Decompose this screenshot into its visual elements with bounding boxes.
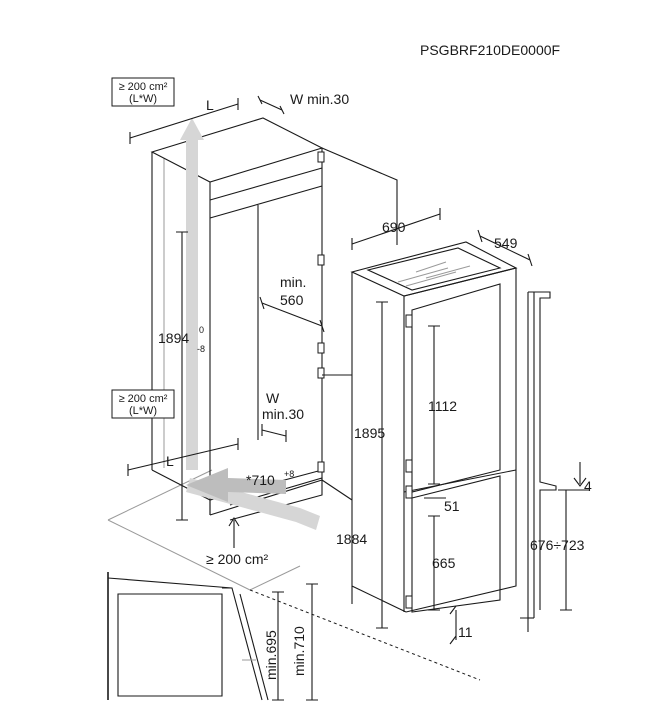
- dim-665: 665: [432, 555, 456, 571]
- dim-710-sup: +8: [284, 469, 294, 479]
- dim-w-mid: W: [266, 390, 280, 406]
- dim-1894: 1894: [158, 330, 189, 346]
- dim-1894-sup: 0: [199, 325, 204, 335]
- dim-710: *710: [246, 472, 275, 488]
- dim-51: 51: [444, 498, 460, 514]
- dim-1895: 1895: [354, 425, 385, 441]
- fridge-appliance: [249, 241, 518, 681]
- fridge-hinge-icon: [405, 485, 413, 499]
- dim-min695: min.695: [263, 630, 279, 680]
- dim-min710: min.710: [291, 626, 307, 676]
- hinge-icon: [317, 342, 325, 354]
- airflow-arrows: [180, 118, 320, 530]
- dim-l-bottom: L: [166, 453, 174, 469]
- vent-area-mid-line2: (L*W): [129, 405, 157, 417]
- dim-4: 4: [584, 478, 592, 494]
- airflow-bottom-arrow-icon: [186, 468, 286, 502]
- door-profile: [520, 291, 557, 632]
- dim-l-top: L: [206, 97, 214, 113]
- vent-area-top-line1: ≥ 200 cm²: [119, 81, 168, 93]
- dim-min-label: min.: [280, 274, 306, 290]
- dim-690: 690: [382, 219, 406, 235]
- hinge-icon: [317, 367, 325, 379]
- dim-w-min30-top: W min.30: [290, 91, 349, 107]
- hinge-icon: [317, 254, 325, 266]
- dim-560: 560: [280, 292, 304, 308]
- fridge-hinge-icon: [405, 595, 413, 609]
- side-section: [107, 572, 269, 701]
- vent-area-bottom: ≥ 200 cm²: [206, 551, 268, 567]
- niche-cabinet: [107, 117, 398, 591]
- airflow-up-arrow-icon: [180, 118, 204, 470]
- vent-area-mid-box: [111, 389, 175, 419]
- hinge-icon: [317, 151, 325, 163]
- dim-676-723: 676÷723: [530, 537, 585, 553]
- fridge-hinge-icon: [405, 459, 413, 473]
- dim-549: 549: [494, 235, 518, 251]
- hinge-icon: [317, 461, 325, 473]
- model-code: PSGBRF210DE0000F: [420, 42, 560, 58]
- fridge-hinge-icon: [405, 314, 413, 328]
- vent-area-mid-line1: ≥ 200 cm²: [119, 393, 168, 405]
- dim-1894-sub: -8: [197, 344, 205, 354]
- dim-1112: 1112: [428, 398, 457, 414]
- vent-area-top-box: [111, 77, 175, 107]
- dim-min30-mid: min.30: [262, 406, 304, 422]
- vent-area-top-line2: (L*W): [129, 93, 157, 105]
- dim-11: 11: [458, 624, 473, 640]
- dim-1884: 1884: [336, 531, 367, 547]
